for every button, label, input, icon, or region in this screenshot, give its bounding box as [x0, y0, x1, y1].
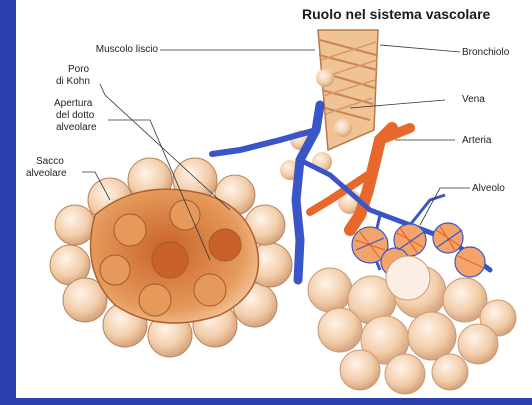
label-poro-line2: di Kohn	[56, 76, 90, 88]
label-bronchiolo: Bronchiolo	[462, 47, 509, 59]
label-arteria: Arteria	[462, 135, 491, 147]
label-sacco-line2: alveolare	[26, 168, 67, 180]
label-sacco-alveolare: Sacco alveolare	[26, 156, 67, 180]
label-poro-di-kohn: Poro di Kohn	[56, 64, 90, 88]
label-apertura-line3: alveolare	[54, 122, 97, 134]
diagram-title: Ruolo nel sistema vascolare	[302, 6, 490, 22]
label-apertura-dotto: Apertura del dotto alveolare	[54, 98, 97, 134]
label-apertura-line2: del dotto	[54, 110, 97, 122]
label-sacco-line1: Sacco	[26, 156, 67, 168]
label-alveolo: Alveolo	[472, 183, 505, 195]
right-alveolar-cluster	[308, 256, 516, 394]
label-poro-line1: Poro	[56, 64, 90, 76]
artery-vessel	[310, 128, 410, 230]
left-alveolar-sac	[50, 158, 292, 357]
label-vena: Vena	[462, 94, 485, 106]
label-apertura-line1: Apertura	[54, 98, 97, 110]
label-muscolo-liscio: Muscolo liscio	[62, 44, 158, 56]
